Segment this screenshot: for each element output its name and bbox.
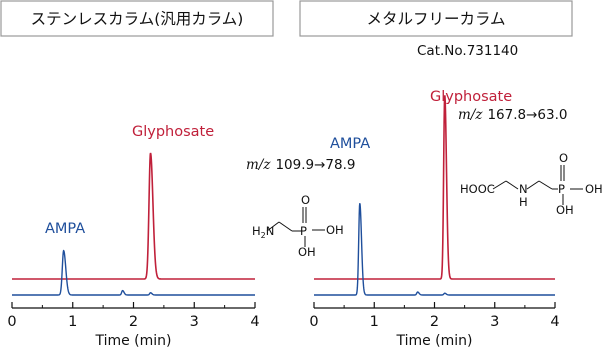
left-tick-label-4: 4	[250, 314, 259, 330]
glyphosate-mz-value: 167.8→63.0	[487, 107, 567, 123]
ampa-oh-right: OH	[326, 223, 344, 237]
glyphosate-h: H	[519, 195, 528, 209]
right-ampa-label: AMPA	[330, 136, 370, 152]
glyphosate-p: P	[558, 182, 565, 196]
left-tick-label-2: 2	[129, 314, 138, 330]
ampa-o: O	[301, 193, 310, 207]
left-series-ampa	[12, 249, 255, 296]
glyphosate-hooc: HOOC	[460, 182, 495, 196]
right-series-ampa	[314, 203, 555, 296]
ampa-structure	[266, 207, 325, 247]
ampa-p: P	[300, 224, 307, 238]
right-panel-title: メタルフリーカラム	[366, 10, 505, 28]
right-tick-label-3: 3	[490, 314, 499, 330]
right-x-axis-label: Time (min)	[395, 333, 472, 349]
right-panel-title-box	[299, 0, 573, 37]
left-panel-title-box	[0, 0, 274, 37]
catalog-number: Cat.No.731140	[417, 43, 518, 59]
right-tick-label-0: 0	[309, 314, 318, 330]
right-tick-label-1: 1	[370, 314, 379, 330]
left-ampa-label: AMPA	[45, 221, 85, 237]
ampa-h: H2N	[252, 224, 274, 240]
ampa-oh-bottom: OH	[298, 245, 316, 259]
glyphosate-n: N	[519, 182, 528, 196]
right-series-glyphosate	[314, 95, 555, 280]
glyphosate-mz-prefix: m/z	[458, 107, 483, 123]
glyphosate-o: O	[559, 151, 568, 165]
left-tick-label-3: 3	[190, 314, 199, 330]
left-glyphosate-label: Glyphosate	[132, 124, 214, 140]
left-x-axis-label: Time (min)	[94, 333, 171, 349]
glyphosate-structure	[492, 165, 583, 205]
glyphosate-oh-right: OH	[585, 182, 603, 196]
right-tick-label-4: 4	[550, 314, 559, 330]
glyphosate-oh-bottom: OH	[556, 203, 574, 217]
left-tick-label-1: 1	[68, 314, 77, 330]
left-tick-label-0: 0	[7, 314, 16, 330]
right-glyphosate-label: Glyphosate	[430, 89, 512, 105]
ampa-mz-prefix: m/z	[246, 157, 271, 173]
ampa-mz-value: 109.9→78.9	[275, 157, 355, 173]
left-panel-title: ステンレスカラム(汎用カラム)	[31, 10, 244, 28]
left-series-glyphosate	[12, 152, 255, 280]
right-tick-label-2: 2	[430, 314, 439, 330]
